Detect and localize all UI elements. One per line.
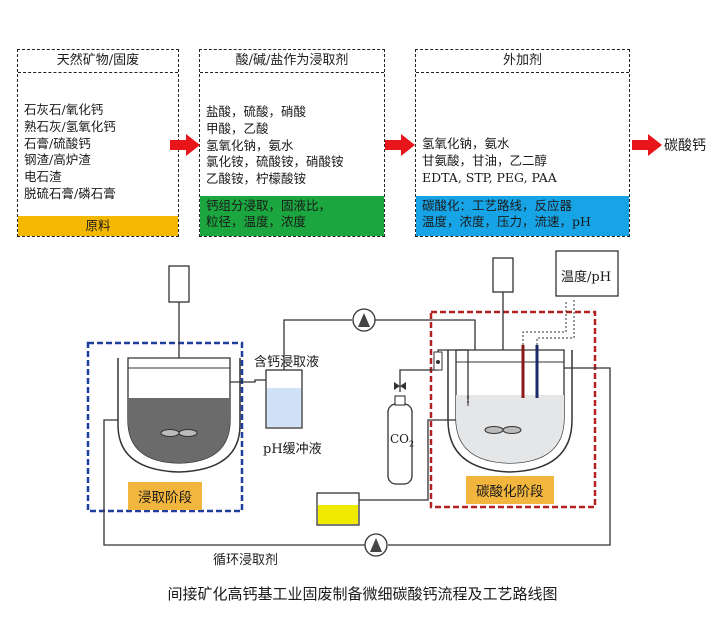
list-item: 盐酸，硫酸，硝酸 [206, 104, 307, 119]
leachant-band: 钙组分浸取，固液比， 粒径，温度，浓度 [200, 196, 384, 236]
additive-band: 碳酸化：工艺路线，反应器 温度，浓度，压力，流速，pH [416, 196, 629, 236]
band-text: 温度，浓度，压力，流速，pH [422, 214, 591, 229]
raw-material-list: 石灰石/氧化钙 熟石灰/氢氧化钙 石膏/硫酸钙 钢渣/高炉渣 电石渣 脱硫石膏/… [24, 102, 116, 203]
list-item: 甘氨酸，甘油，乙二醇 [422, 152, 548, 168]
leach-tank-liquid [128, 398, 230, 463]
leach-motor [168, 265, 190, 303]
carbonation-stage-label: 碳酸化阶段 [466, 476, 554, 504]
list-item: 钢渣/高炉渣 [24, 152, 91, 168]
carbonation-tank-jacket [447, 350, 573, 473]
additive-list: 氢氧化钠，氨水 甘氨酸，甘油，乙二醇 EDTA, STP, PEG, PAA [422, 136, 557, 186]
band-text: 碳酸化：工艺路线，反应器 [422, 198, 573, 213]
list-item: 石灰石/氧化钙 [24, 102, 104, 117]
raw-material-title: 天然矿物/固废 [18, 50, 178, 73]
list-item: 乙酸铵，柠檬酸铵 [206, 171, 307, 187]
leachant-title: 酸/碱/盐作为浸取剂 [200, 50, 384, 73]
leachant-list: 盐酸，硫酸，硝酸 甲酸，乙酸 氢氧化钠，氨水 氯化铵，硫酸铵，硝酸铵 乙酸铵，柠… [206, 104, 344, 188]
co2-subscript: 2 [409, 439, 415, 449]
temp-ph-label: 温度/pH [561, 270, 612, 285]
list-item: 甲酸，乙酸 [206, 120, 269, 136]
list-item: 石膏/硫酸钙 [24, 135, 91, 151]
product-label: 碳酸钙 [664, 138, 706, 154]
list-item: 氢氧化钠，氨水 [206, 137, 294, 153]
flow-arrow-icon [385, 134, 415, 156]
list-item: EDTA, STP, PEG, PAA [422, 169, 557, 185]
co2-text: CO [390, 432, 410, 446]
band-text: 钙组分浸取，固液比， [206, 198, 332, 213]
list-item: 氯化铵，硫酸铵，硝酸铵 [206, 154, 344, 170]
co2-label: CO2 [390, 432, 414, 448]
band-text: 原料 [85, 218, 111, 233]
buffer-label: pH缓冲液 [263, 442, 322, 457]
carbonation-stage-frame [429, 310, 597, 509]
raw-material-band: 原料 [18, 216, 178, 236]
leach-tank-jacket [117, 358, 241, 473]
leach-stage-label: 浸取阶段 [128, 482, 202, 510]
leach-impeller [160, 429, 180, 437]
list-item: 脱硫石膏/磷石膏 [24, 185, 116, 201]
temp-ph-meter [555, 250, 619, 297]
carbonation-motor [492, 257, 514, 293]
figure-caption: 间接矿化高钙基工业固废制备微细碳酸钙流程及工艺路线图 [167, 585, 558, 603]
co2-valve-icon [394, 382, 406, 390]
raw-material-box: 天然矿物/固废 石灰石/氧化钙 熟石灰/氢氧化钙 石膏/硫酸钙 钢渣/高炉渣 电… [17, 49, 179, 237]
calcium-liquid-label: 含钙浸取液 [254, 355, 320, 370]
flow-arrow-icon [632, 134, 662, 156]
flow-arrow-icon [170, 134, 200, 156]
list-item: 电石渣 [24, 169, 62, 185]
leach-stage-frame [86, 341, 244, 513]
additive-box: 外加剂 氢氧化钠，氨水 甘氨酸，甘油，乙二醇 EDTA, STP, PEG, P… [415, 49, 630, 237]
apparatus-diagram [86, 250, 619, 557]
band-text: 粒径，温度，浓度 [206, 214, 307, 229]
list-item: 氢氧化钠，氨水 [422, 136, 510, 151]
recycle-label: 循环浸取剂 [213, 553, 279, 568]
leachant-box: 酸/碱/盐作为浸取剂 盐酸，硫酸，硝酸 甲酸，乙酸 氢氧化钠，氨水 氯化铵，硫酸… [199, 49, 385, 237]
list-item: 熟石灰/氢氧化钙 [24, 118, 116, 134]
additive-title: 外加剂 [416, 50, 629, 73]
